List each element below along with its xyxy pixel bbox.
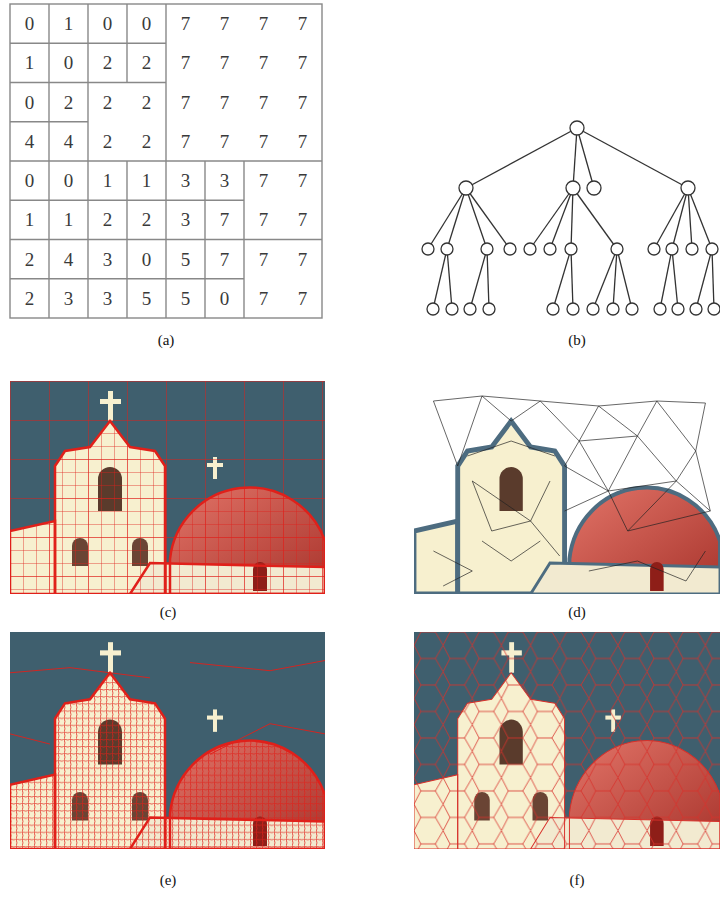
table-cell: 3 [181, 210, 191, 229]
table-cell: 2 [103, 53, 113, 72]
photo-superpixels [414, 632, 720, 849]
table-cell: 0 [25, 93, 35, 112]
table-cell: 0 [220, 289, 230, 308]
panel-caption: (c) [160, 605, 177, 620]
table-cell: 7 [259, 250, 269, 269]
table-cell: 2 [142, 93, 152, 112]
table-cell: 7 [181, 93, 191, 112]
table-cell: 0 [25, 14, 35, 33]
table-cell: 1 [142, 171, 152, 190]
table-cell: 7 [220, 53, 230, 72]
table-cell: 5 [142, 289, 152, 308]
table-cell: 0 [64, 53, 74, 72]
table-cell: 0 [25, 171, 35, 190]
table-cell: 2 [25, 289, 35, 308]
table-cell: 0 [103, 14, 113, 33]
table-cell: 7 [220, 93, 230, 112]
table-cell: 7 [220, 250, 230, 269]
table-cell: 7 [181, 132, 191, 151]
table-cell: 3 [103, 250, 113, 269]
table-cell: 1 [103, 171, 113, 190]
table-cell: 3 [103, 289, 113, 308]
table-cell: 7 [259, 14, 269, 33]
table-cell: 1 [25, 53, 35, 72]
table-cell: 7 [298, 14, 308, 33]
table-cell: 1 [64, 14, 74, 33]
table-cell: 5 [181, 289, 191, 308]
table-cell: 7 [298, 289, 308, 308]
table-cell: 2 [103, 210, 113, 229]
table-cell: 7 [220, 14, 230, 33]
table-cell: 7 [181, 53, 191, 72]
table-cell: 2 [142, 210, 152, 229]
table-cell: 2 [142, 132, 152, 151]
table-cell: 0 [64, 171, 74, 190]
table-cell: 7 [220, 132, 230, 151]
table-cell: 2 [103, 93, 113, 112]
table-cell: 2 [25, 250, 35, 269]
quadtree-tree [400, 100, 720, 330]
table-cell: 2 [142, 53, 152, 72]
table-cell: 1 [25, 210, 35, 229]
table-cell: 7 [259, 171, 269, 190]
table-cell: 1 [64, 210, 74, 229]
table-cell: 7 [259, 289, 269, 308]
table-cell: 7 [259, 132, 269, 151]
table-cell: 3 [64, 289, 74, 308]
photo-triangulation [414, 381, 720, 594]
table-cell: 7 [298, 171, 308, 190]
table-cell: 7 [298, 132, 308, 151]
table-cell: 4 [64, 250, 74, 269]
table-cell: 3 [220, 171, 230, 190]
table-cell: 5 [181, 250, 191, 269]
table-cell: 4 [25, 132, 35, 151]
table-cell: 0 [142, 14, 152, 33]
table-cell: 7 [259, 210, 269, 229]
table-cell: 7 [298, 53, 308, 72]
panel-caption: (b) [568, 333, 586, 348]
panel-caption: (e) [160, 873, 177, 888]
table-cell: 2 [64, 93, 74, 112]
table-cell: 0 [142, 250, 152, 269]
table-cell: 4 [64, 132, 74, 151]
table-cell: 7 [181, 14, 191, 33]
photo-quadtree [10, 381, 325, 594]
table-cell: 7 [298, 210, 308, 229]
table-cell: 7 [259, 93, 269, 112]
table-cell: 7 [298, 250, 308, 269]
panel-caption: (f) [570, 873, 585, 888]
table-cell: 7 [298, 93, 308, 112]
table-cell: 7 [220, 210, 230, 229]
table-cell: 2 [103, 132, 113, 151]
table-cell: 7 [259, 53, 269, 72]
panel-caption: (a) [158, 333, 175, 348]
table-cell: 3 [181, 171, 191, 190]
panel-caption: (d) [568, 605, 586, 620]
quadtree-grid [0, 0, 340, 330]
photo-oversegmentation [10, 632, 325, 849]
